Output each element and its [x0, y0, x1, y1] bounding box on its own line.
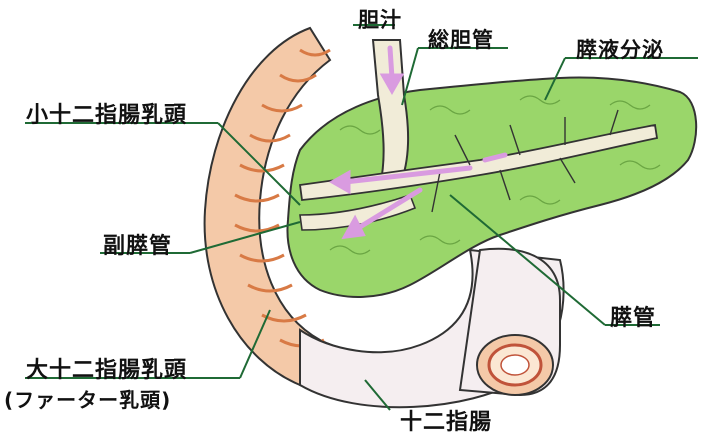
label-duodenum: 十二指腸 [400, 404, 492, 436]
label-pancreatic-secretion: 膵液分泌 [576, 34, 664, 64]
label-accessory-duct: 副膵管 [103, 228, 172, 260]
label-major-papilla-alt: (ファーター乳頭) [4, 384, 171, 413]
label-pancreatic-duct: 膵管 [610, 300, 656, 332]
label-minor-papilla: 小十二指腸乳頭 [26, 97, 187, 129]
label-common-bile-duct: 総胆管 [428, 24, 494, 54]
label-major-papilla: 大十二指腸乳頭 [26, 352, 187, 384]
label-bile: 胆汁 [358, 4, 402, 34]
